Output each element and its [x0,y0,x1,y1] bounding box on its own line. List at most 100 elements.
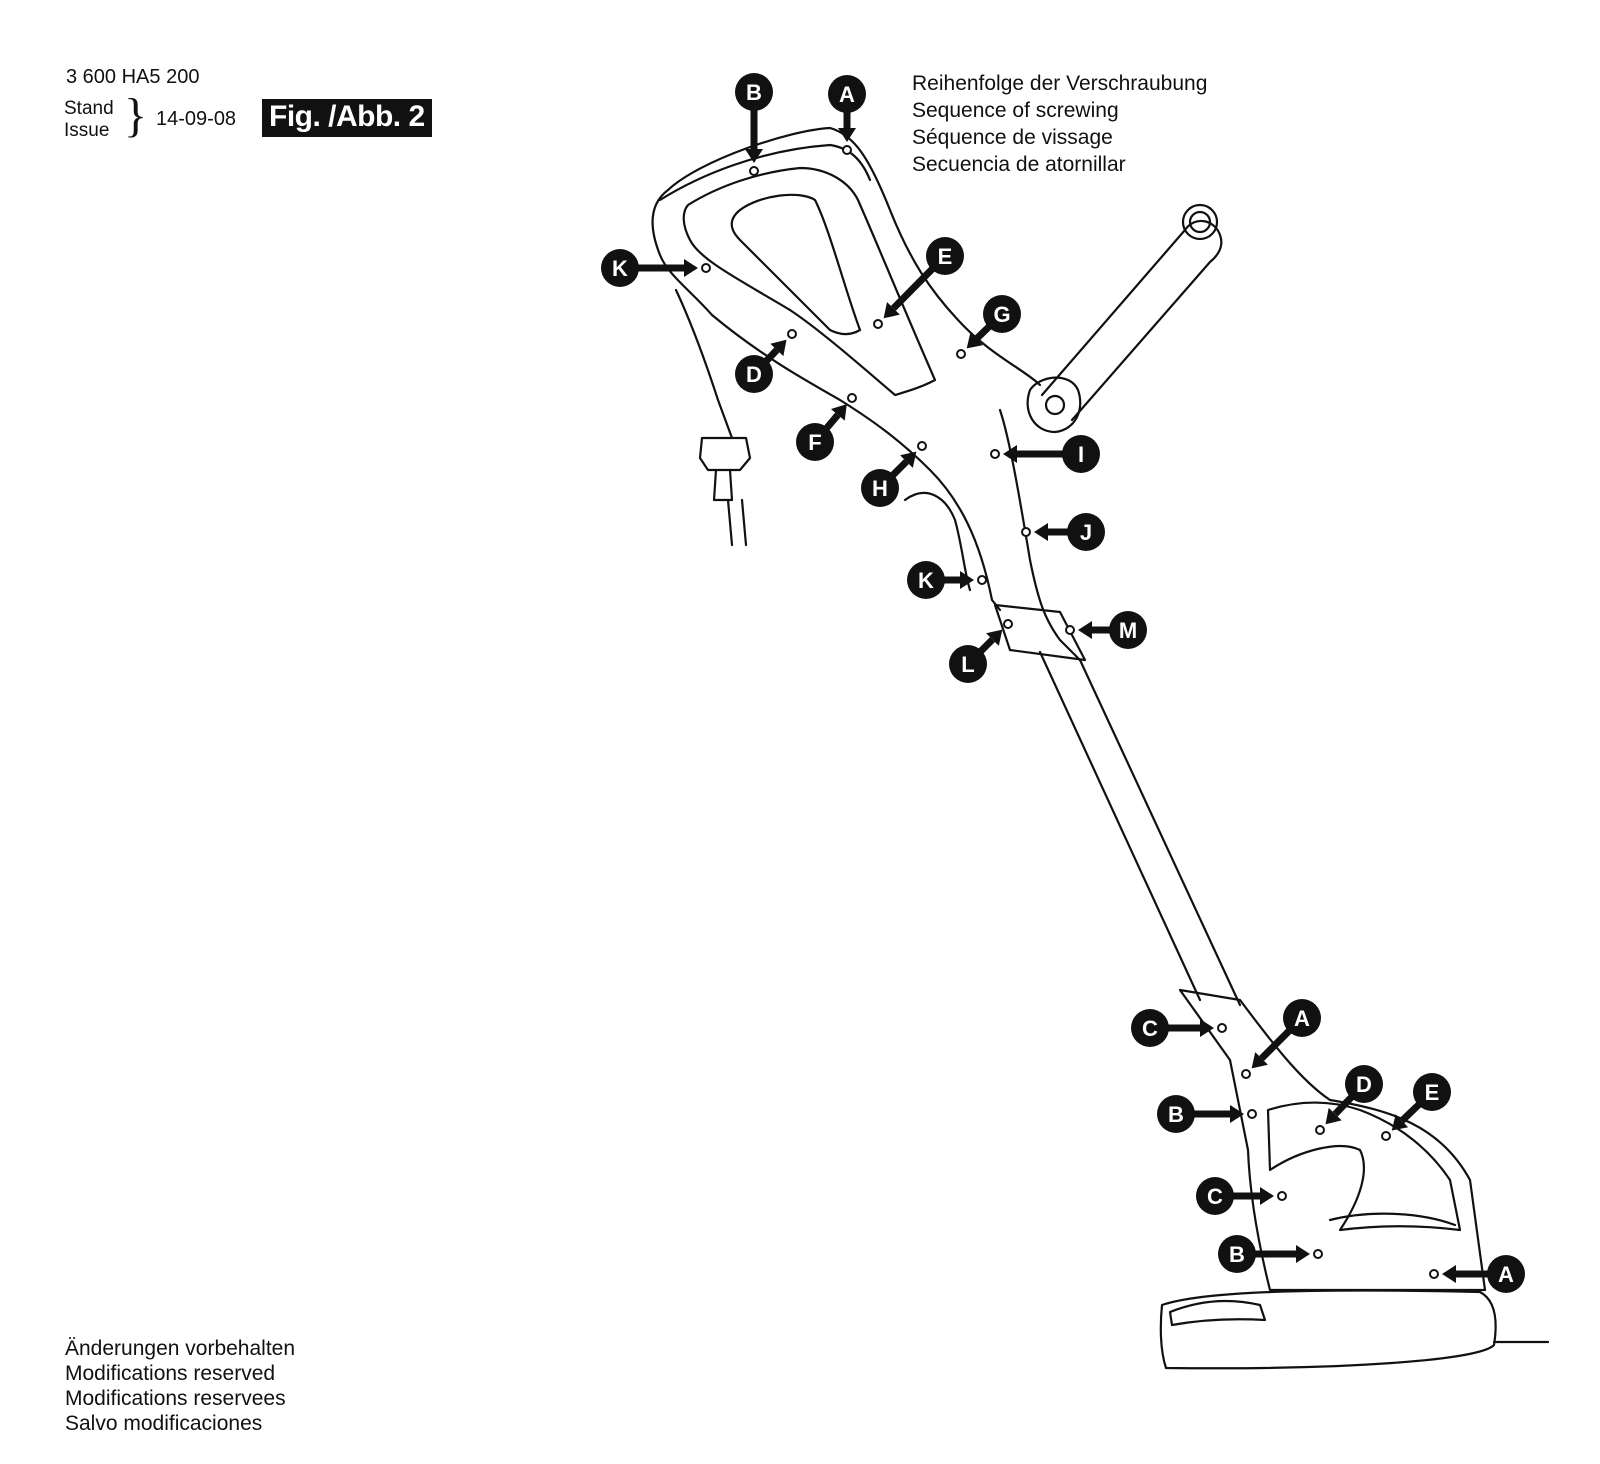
arrow-head-lower-0 [1200,1019,1214,1037]
arrow-shaft-lower-2 [1332,1093,1355,1117]
callout-disc [601,249,639,287]
motor-housing [1178,988,1487,1292]
callout-letter: B [746,80,762,105]
part-number: 3 600 HA5 200 [66,66,200,88]
arrow-shaft-upper-6 [823,412,841,432]
guard-ridge [1168,1299,1267,1327]
tube-clamp [993,603,1087,662]
callout-letter: D [1356,1072,1372,1097]
callout-disc [926,237,964,275]
callout-upper-8-h: H [861,469,899,507]
arrow-shaft-upper-12 [977,637,995,655]
callout-lower-1-a: A [1283,999,1321,1037]
screw-hole-upper-0 [749,166,759,176]
trimmer-outline [651,126,1550,1370]
callout-disc [983,295,1021,333]
modifications-notice: Änderungen vorbehalten Modifications res… [65,1336,295,1436]
modifications-en: Modifications reserved [65,1362,276,1385]
callout-letter: L [961,652,974,677]
sequence-title-en: Sequence of screwing [912,99,1119,122]
trimmer-guard [1159,1289,1497,1370]
arrow-head-lower-3 [1391,1114,1409,1131]
screw-hole-lower-6 [1313,1249,1323,1259]
callout-letter: C [1142,1016,1158,1041]
brace-glyph: } [124,89,148,142]
screw-holes [701,145,1439,1279]
callout-disc [1157,1095,1195,1133]
callout-letter: K [918,568,934,593]
arrow-head-upper-4 [966,332,984,349]
arrow-shaft-upper-8 [889,459,909,479]
aux-handle-knob [1181,203,1219,241]
plug-pin-left [726,498,734,547]
arrow-head-upper-1 [838,128,856,142]
aux-handle-hinge [1026,376,1082,434]
callout-disc [735,73,773,111]
arrow-head-upper-8 [900,451,917,468]
callout-lower-2-d: D [1345,1065,1383,1103]
screw-hole-upper-7 [990,449,1000,459]
callout-letter: H [872,476,888,501]
screw-hole-lower-1 [1241,1069,1251,1079]
callout-lower-6-b: B [1218,1235,1256,1273]
callout-lower-0-c: C [1131,1009,1169,1047]
arrow-head-upper-6 [830,404,847,421]
arrow-shaft-upper-4 [974,323,993,342]
callout-disc [1196,1177,1234,1215]
callout-disc [1487,1255,1525,1293]
modifications-de: Änderungen vorbehalten [65,1337,296,1360]
aux-handle-knob-inner [1188,210,1212,234]
power-cord [674,288,734,440]
arrow-head-upper-2 [684,259,698,277]
callout-upper-3-e: E [926,237,964,275]
body-right-edge [998,408,1082,662]
arrow-head-upper-7 [1003,445,1017,463]
callout-disc [1218,1235,1256,1273]
arrow-head-lower-2 [1325,1107,1342,1125]
arrow-shaft-lower-3 [1399,1101,1423,1124]
callout-letter: I [1078,442,1084,467]
figure-label: Fig. /Abb. 2 [262,99,432,137]
modifications-es: Salvo modificaciones [65,1412,263,1435]
arrow-head-lower-1 [1251,1052,1268,1069]
arrow-head-upper-10 [960,571,974,589]
callout-letter: A [839,82,855,107]
screw-hole-upper-12 [1003,619,1013,629]
screw-hole-upper-8 [917,441,927,451]
callout-letter: B [1229,1242,1245,1267]
callout-letter: G [993,302,1010,327]
arrow-head-upper-12 [986,629,1003,646]
screw-hole-lower-4 [1247,1109,1257,1119]
callout-letter: E [938,244,953,269]
callout-upper-11-m: M [1109,611,1147,649]
screw-hole-upper-9 [1021,527,1031,537]
callout-letter: C [1207,1184,1223,1209]
issue-date: 14-09-08 [156,108,237,130]
arrow-shaft-upper-3 [890,265,936,311]
screw-hole-upper-11 [1065,625,1075,635]
callout-upper-0-b: B [735,73,773,111]
callout-disc [1109,611,1147,649]
arrow-head-upper-5 [770,339,787,357]
callout-upper-7-i: I [1062,435,1100,473]
plug-body [698,436,752,472]
callout-upper-2-k: K [601,249,639,287]
aux-handle-pivot [1044,394,1066,416]
callout-letter: A [1294,1006,1310,1031]
stand-issue-labels: Stand Issue [64,98,114,142]
screw-hole-upper-4 [956,349,966,359]
arrow-shaft-upper-5 [763,347,780,365]
sequence-title-fr: Séquence de vissage [912,126,1113,149]
modifications-fr: Modifications reservees [65,1387,286,1410]
arrow-head-lower-4 [1230,1105,1244,1123]
sequence-title-de: Reihenfolge der Verschraubung [912,72,1208,95]
callout-letter: K [612,256,628,281]
shaft-left [1038,650,1202,1002]
callout-upper-1-a: A [828,75,866,113]
callout-lower-4-b: B [1157,1095,1195,1133]
callout-upper-9-j: J [1067,513,1105,551]
sequence-title-es: Secuencia de atornillar [912,153,1126,176]
screw-hole-lower-3 [1381,1131,1391,1141]
callout-disc [1283,999,1321,1037]
